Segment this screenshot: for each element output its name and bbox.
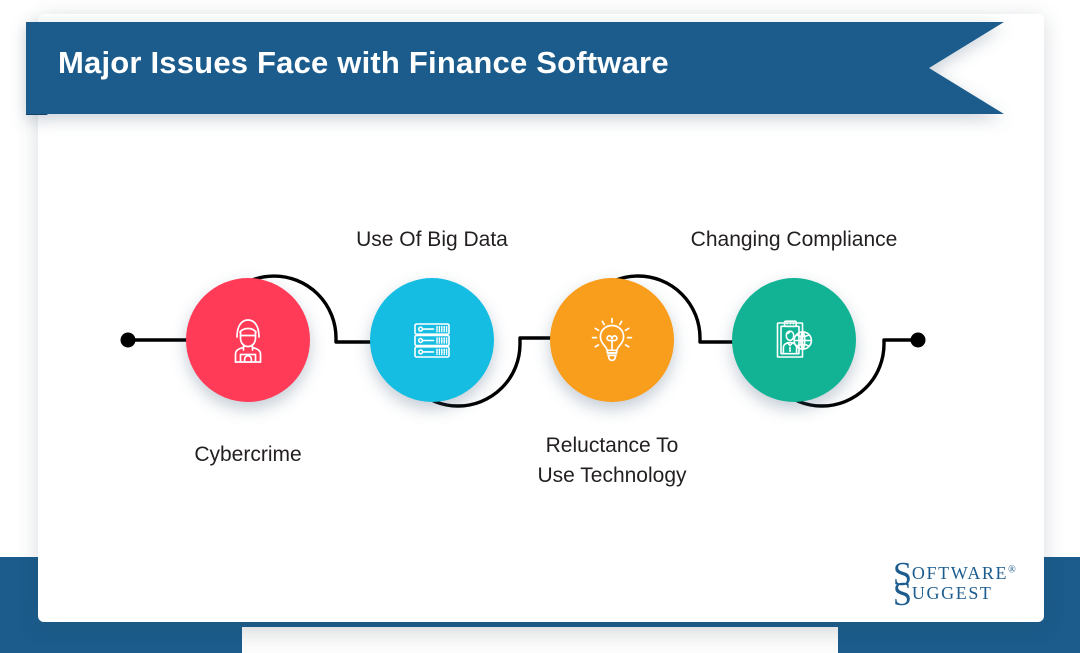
logo-line-1: SOFTWARE® <box>893 558 1016 592</box>
logo-line2-text: UGGEST <box>911 583 993 603</box>
flow-step-cybercrime[interactable] <box>186 278 310 402</box>
title-ribbon <box>26 22 1004 115</box>
logo-line-2: SUGGEST <box>893 578 993 612</box>
softwaresuggest-logo[interactable]: SOFTWARE® SUGGEST <box>893 558 1028 612</box>
flow-step-use-of-big-data[interactable] <box>370 278 494 402</box>
step-icon-disc-changing-compliance[interactable] <box>732 278 856 402</box>
logo-line2-capital: S <box>893 576 912 613</box>
server-stack-icon <box>414 323 450 358</box>
ribbon-body <box>26 22 1004 114</box>
step-icon-disc-use-of-big-data[interactable] <box>370 278 494 402</box>
hacker-hoodie-icon <box>234 319 262 363</box>
step-label-cybercrime: Cybercrime <box>194 443 302 466</box>
footer-band-inner-strip <box>242 627 838 653</box>
step-label-reluctance-to-use-technology: Reluctance To Use Technology <box>537 434 687 487</box>
logo-line1-text: OFTWARE <box>911 563 1009 583</box>
registered-trademark-icon: ® <box>1008 564 1016 576</box>
step-label-use-of-big-data: Use Of Big Data <box>356 228 508 251</box>
global-profile-icon <box>776 320 813 358</box>
step-label-changing-compliance: Changing Compliance <box>690 228 898 251</box>
flow-step-reluctance-to-use-technology[interactable] <box>550 278 674 402</box>
logo-line1-capital: S <box>893 556 912 593</box>
flow-step-changing-compliance[interactable] <box>732 278 856 402</box>
step-icon-disc-cybercrime[interactable] <box>186 278 310 402</box>
page-title: Major Issues Face with Finance Software <box>58 45 669 80</box>
lightbulb-icon <box>591 317 633 362</box>
step-icon-disc-reluctance-to-use-technology[interactable] <box>550 278 674 402</box>
